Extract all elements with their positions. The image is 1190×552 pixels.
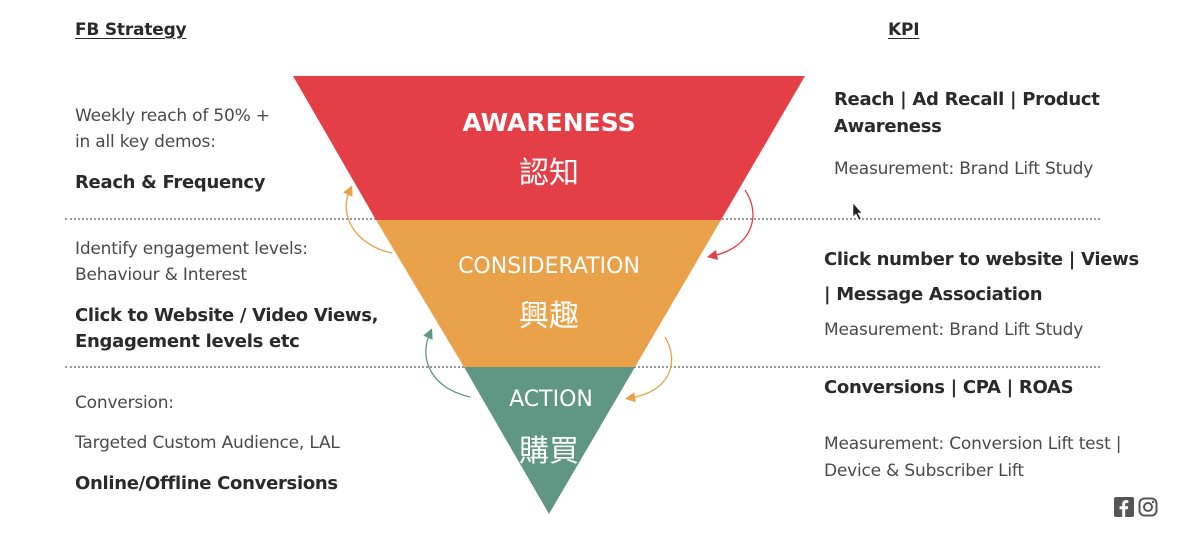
right-consideration-measure: Measurement: Brand Lift Study xyxy=(824,320,1084,340)
left-awareness-line2: in all key demos: xyxy=(75,132,216,152)
funnel-action-sublabel: 購買 xyxy=(519,434,579,469)
funnel-awareness-segment xyxy=(293,76,805,220)
right-awareness-bold2: Awareness xyxy=(834,116,942,137)
right-consideration-bold1: Click number to website | Views xyxy=(824,249,1139,270)
funnel-awareness-sublabel: 認知 xyxy=(519,156,579,191)
funnel-action-segment xyxy=(464,367,635,514)
arrow-action-to-consideration xyxy=(423,328,471,398)
funnel-action-label: ACTION xyxy=(509,387,593,412)
right-awareness-bold1: Reach | Ad Recall | Product xyxy=(834,89,1100,110)
right-action-measure1: Measurement: Conversion Lift test | xyxy=(824,434,1122,454)
left-consideration-line2: Behaviour & Interest xyxy=(75,265,247,285)
arrow-awareness-to-consideration xyxy=(706,189,754,261)
funnel-awareness-label: AWARENESS xyxy=(462,108,635,137)
instagram-icon xyxy=(1138,497,1158,517)
right-awareness-measure: Measurement: Brand Lift Study xyxy=(834,159,1094,179)
right-action-measure2: Device & Subscriber Lift xyxy=(824,461,1024,481)
left-consideration-bold2: Engagement levels etc xyxy=(75,331,300,352)
left-awareness-line1: Weekly reach of 50% + xyxy=(75,106,270,126)
left-action-bold: Online/Offline Conversions xyxy=(75,473,338,494)
arrow-consideration-to-awareness xyxy=(343,185,393,254)
arrow-consideration-to-action xyxy=(624,336,673,403)
left-consideration-line1: Identify engagement levels: xyxy=(75,239,308,259)
left-awareness-bold: Reach & Frequency xyxy=(75,172,266,193)
mouse-cursor-icon xyxy=(852,202,863,221)
funnel-consideration-segment xyxy=(376,220,721,367)
left-column-header: FB Strategy xyxy=(75,20,187,40)
right-action-bold: Conversions | CPA | ROAS xyxy=(824,377,1074,398)
left-action-line2: Targeted Custom Audience, LAL xyxy=(75,433,340,453)
funnel-consideration-label: CONSIDERATION xyxy=(458,254,640,279)
facebook-icon xyxy=(1114,497,1134,517)
funnel-consideration-sublabel: 興趣 xyxy=(519,299,579,334)
left-consideration-bold1: Click to Website / Video Views, xyxy=(75,305,379,326)
left-action-line1: Conversion: xyxy=(75,393,174,413)
right-column-header: KPI xyxy=(888,20,920,40)
right-consideration-bold2: | Message Association xyxy=(824,284,1043,305)
